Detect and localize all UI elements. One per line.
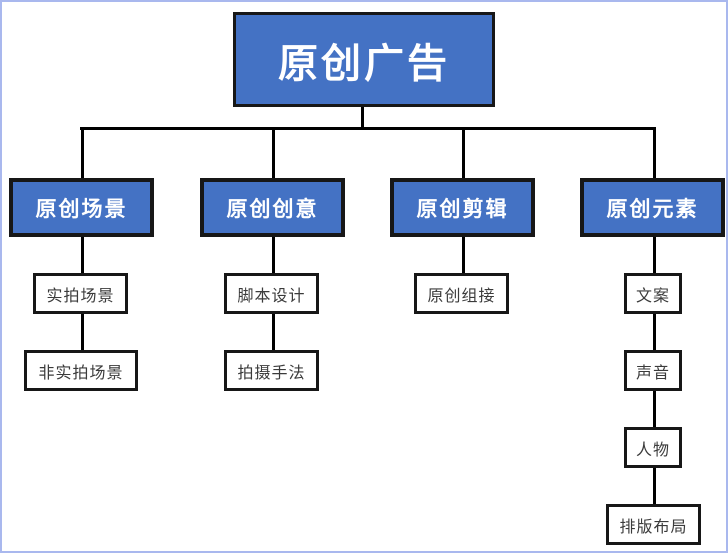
node-branch-header-1[interactable]: 原创场景 — [9, 178, 154, 237]
connector-leaf-link-2-2 — [272, 314, 275, 352]
node-branch-header-3[interactable]: 原创剪辑 — [390, 178, 535, 237]
connector-leaf-link-1-1 — [81, 237, 84, 275]
node-leaf-1-2[interactable]: 非实拍场景 — [24, 350, 138, 391]
connector-branch-drop-3 — [462, 127, 465, 178]
node-leaf-4-1[interactable]: 文案 — [624, 273, 682, 314]
connector-leaf-link-4-1 — [653, 237, 656, 275]
node-branch-header-4[interactable]: 原创元素 — [580, 178, 725, 237]
node-leaf-4-4[interactable]: 排版布局 — [606, 504, 701, 545]
node-leaf-4-3[interactable]: 人物 — [624, 427, 682, 468]
connector-branch-drop-2 — [272, 127, 275, 178]
connector-leaf-link-2-1 — [272, 237, 275, 275]
node-leaf-4-2[interactable]: 声音 — [624, 350, 682, 391]
connector-branch-drop-1 — [81, 127, 84, 178]
connector-leaf-link-4-2 — [653, 314, 656, 352]
connector-root-stem — [361, 107, 364, 130]
connector-leaf-link-4-3 — [653, 391, 656, 429]
node-leaf-3-1[interactable]: 原创组接 — [414, 273, 509, 314]
node-branch-header-2[interactable]: 原创创意 — [200, 178, 345, 237]
node-leaf-2-1[interactable]: 脚本设计 — [224, 273, 319, 314]
node-leaf-1-1[interactable]: 实拍场景 — [33, 273, 128, 314]
node-leaf-2-2[interactable]: 拍摄手法 — [224, 350, 319, 391]
node-root-original-ad[interactable]: 原创广告 — [233, 12, 495, 107]
connector-root-bar — [80, 127, 656, 130]
connector-leaf-link-4-4 — [653, 468, 656, 506]
connector-branch-drop-4 — [653, 127, 656, 178]
connector-leaf-link-1-2 — [81, 314, 84, 352]
connector-leaf-link-3-1 — [462, 237, 465, 275]
